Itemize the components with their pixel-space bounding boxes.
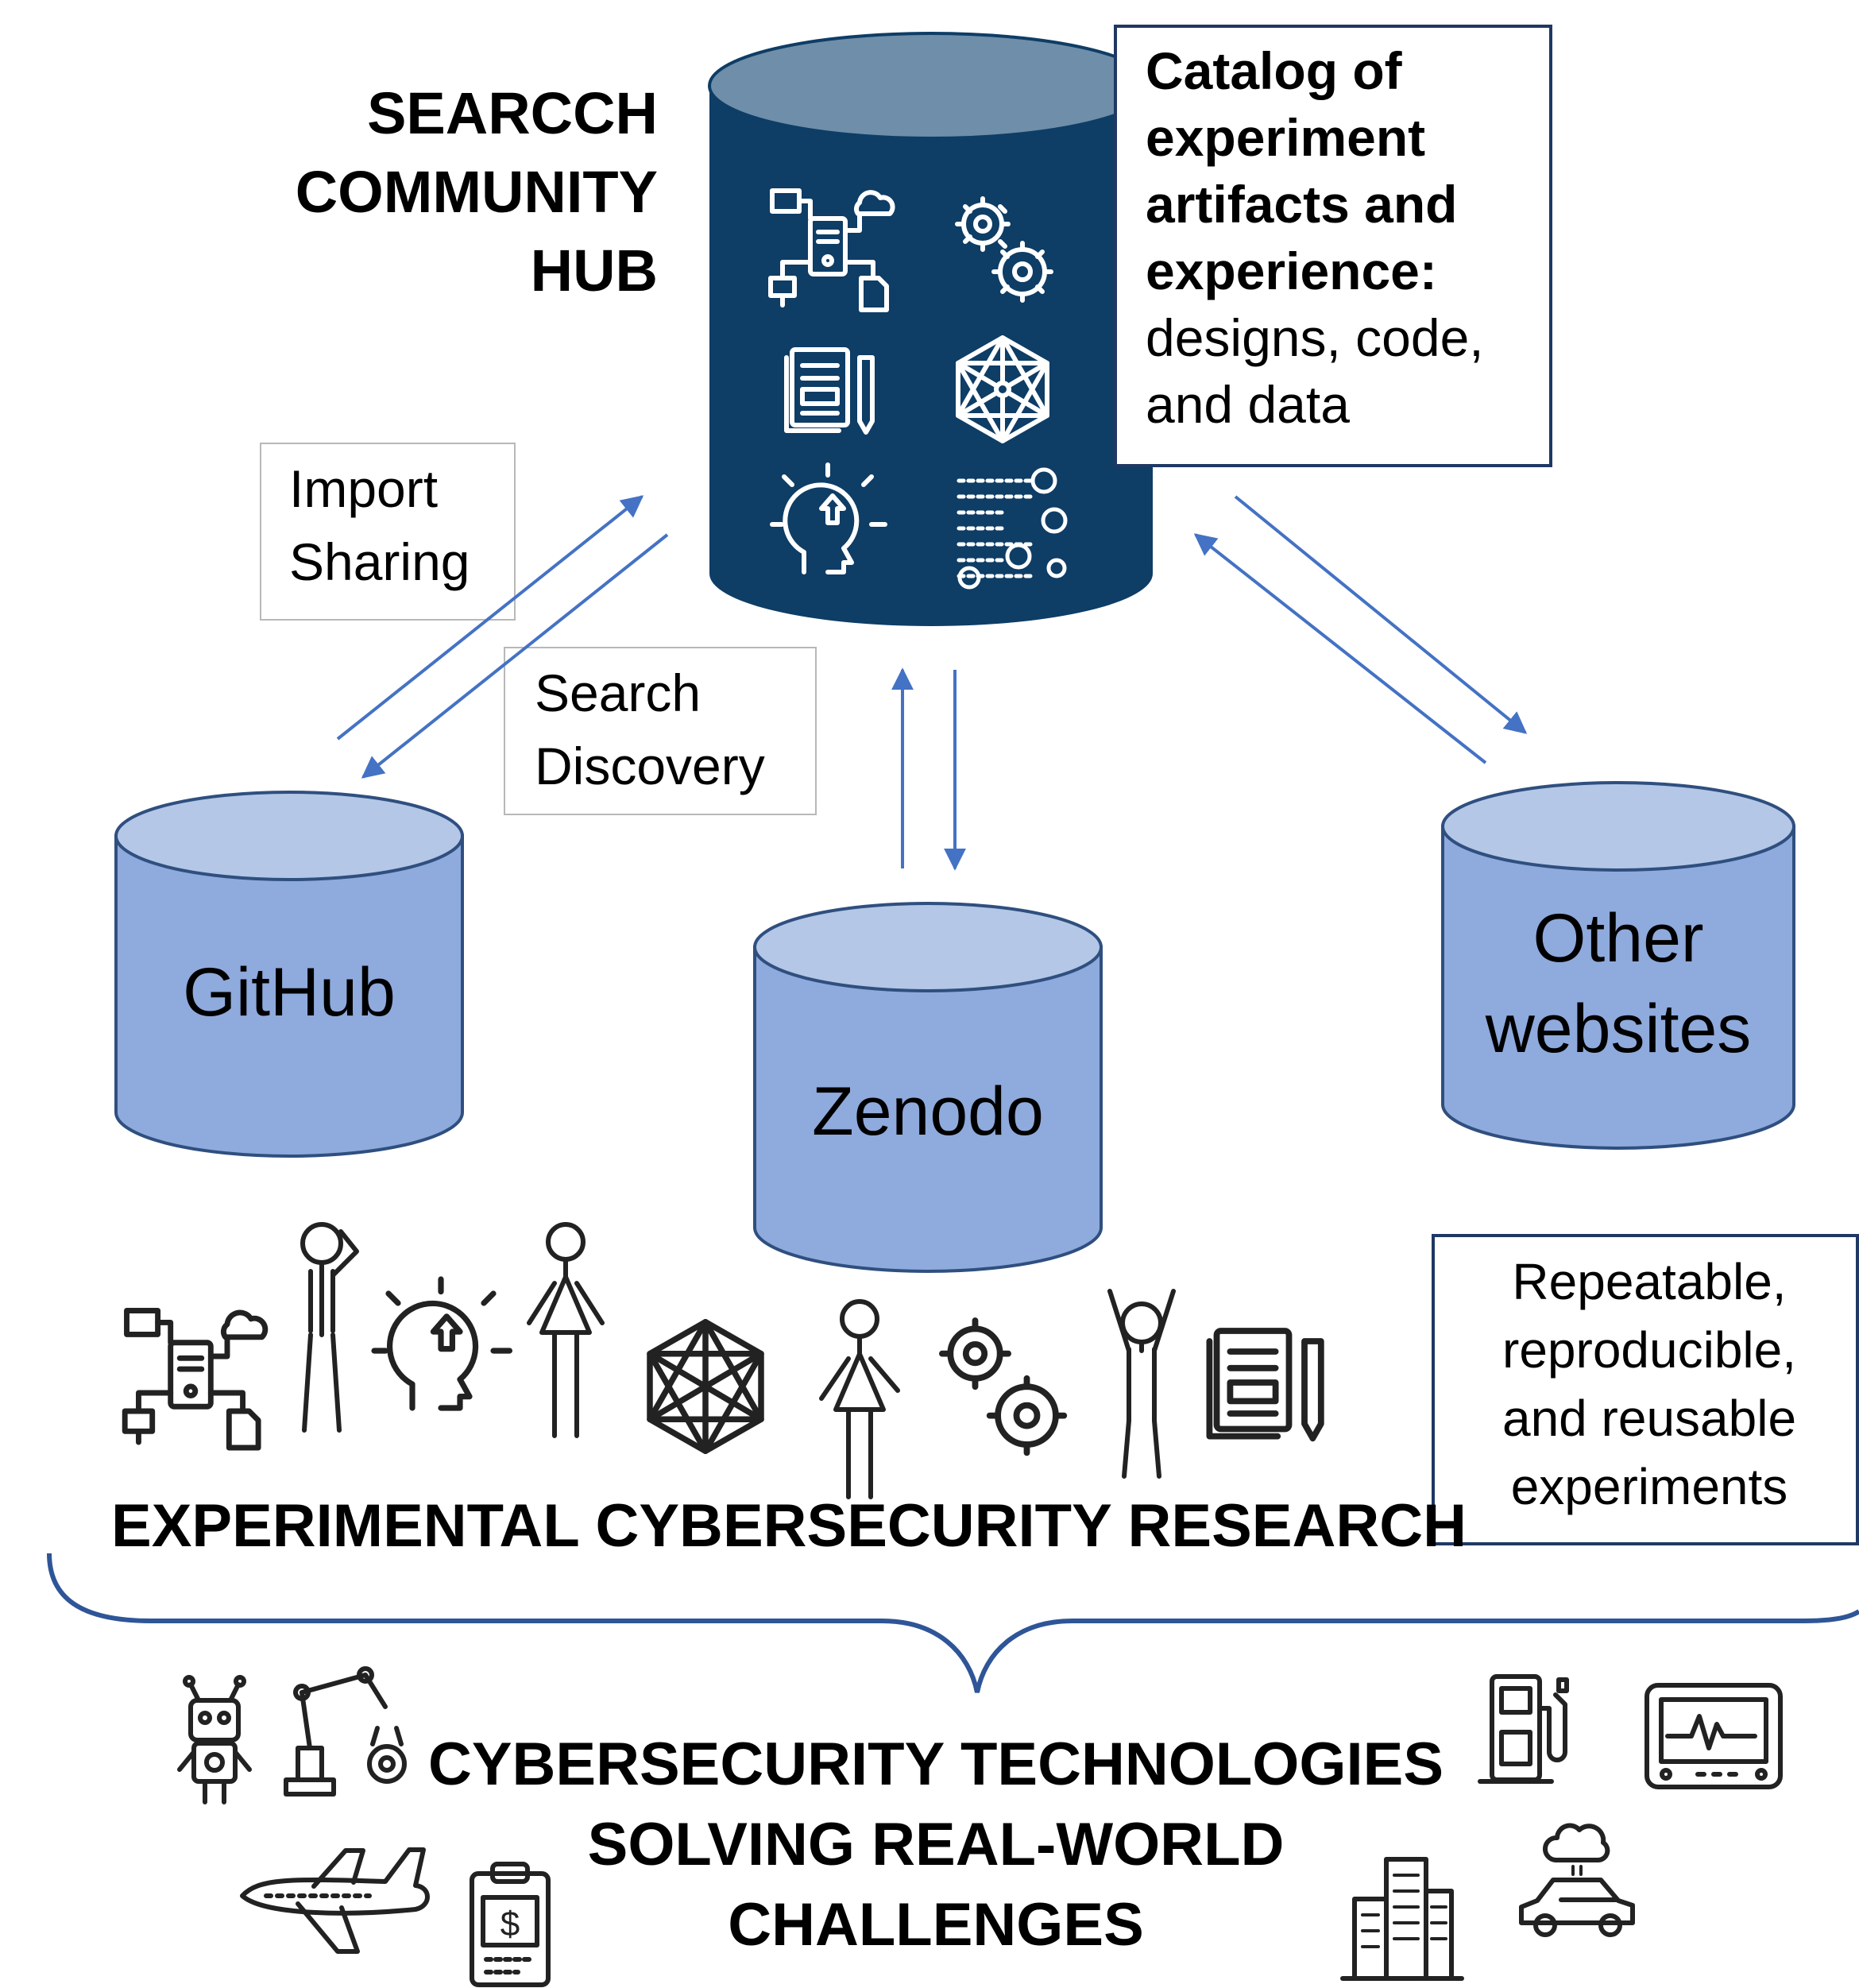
catalog-normal-text: designs, code, and data — [1146, 308, 1484, 434]
mesh-network-icon — [647, 1319, 764, 1454]
text-line: CYBERSECURITY TECHNOLOGIES — [428, 1731, 1444, 1798]
other-websites-cylinder[interactable] — [1441, 781, 1795, 1150]
text-line: websites — [1485, 991, 1752, 1067]
arrow-hub-to-other — [1234, 495, 1528, 734]
hub-title: SEARCCH COMMUNITY HUB — [296, 80, 658, 304]
mesh-network-icon — [956, 335, 1049, 443]
person-pointing-icon — [819, 1299, 900, 1499]
text-line: artifacts and — [1146, 175, 1457, 234]
research-title: EXPERIMENTAL CYBERSECURITY RESEARCH — [111, 1492, 1467, 1560]
search-discovery-box — [504, 647, 817, 815]
text-line: GitHub — [183, 954, 396, 1031]
person-thinking-icon — [300, 1222, 359, 1433]
github-label: GitHub — [183, 954, 396, 1031]
text-line: experience: — [1146, 242, 1437, 300]
person-cheering-icon — [1107, 1289, 1176, 1479]
text-line: CHALLENGES — [728, 1891, 1144, 1959]
text-line: reproducible, — [1502, 1321, 1796, 1379]
idea-head-icon — [371, 1276, 513, 1411]
city-buildings-icon — [1340, 1857, 1464, 1981]
repeatable-box — [1432, 1234, 1859, 1545]
github-cylinder[interactable] — [114, 791, 464, 1158]
text-line: Sharing — [289, 532, 470, 591]
text-line: and data — [1146, 375, 1350, 434]
clipboard-dollar-icon: $ — [470, 1862, 551, 1987]
text-line: experiment — [1146, 108, 1425, 167]
arrow-hub-to-github — [361, 533, 669, 779]
svg-text:$: $ — [500, 1905, 520, 1944]
text-line: Import — [289, 459, 438, 518]
hub-cylinder[interactable] — [708, 32, 1154, 626]
cloud-car-icon — [1519, 1823, 1635, 1937]
technologies-title: CYBERSECURITY TECHNOLOGIES SOLVING REAL-W… — [428, 1731, 1444, 1959]
text-line: experiments — [1511, 1458, 1788, 1515]
catalog-bold-text: Catalog of experiment artifacts and experie… — [1146, 41, 1457, 300]
gears-icon — [955, 196, 1053, 303]
network-icon — [122, 1308, 269, 1451]
text-line: SOLVING REAL-WORLD — [588, 1811, 1285, 1878]
fuel-pump-icon — [1478, 1674, 1569, 1784]
person-standing-icon — [527, 1222, 605, 1438]
robot-icon — [177, 1675, 252, 1804]
arrow-github-to-hub — [336, 495, 644, 741]
text-line: Search — [535, 663, 701, 722]
text-line: Zenodo — [812, 1073, 1044, 1150]
airplane-icon — [240, 1847, 430, 1954]
text-line: designs, code, — [1146, 308, 1484, 367]
text-line: Catalog of — [1146, 41, 1403, 100]
text-line: COMMUNITY — [296, 159, 658, 225]
zenodo-label: Zenodo — [812, 1073, 1044, 1150]
robotic-arm-icon — [284, 1666, 407, 1797]
text-line: Repeatable, — [1512, 1253, 1786, 1310]
document-pencil-icon — [784, 347, 875, 435]
import-sharing-box — [260, 443, 516, 621]
monitor-heartbeat-icon — [1644, 1683, 1783, 1789]
text-line: Discovery — [535, 737, 765, 795]
text-line: Other — [1532, 900, 1703, 977]
zenodo-cylinder[interactable] — [753, 902, 1103, 1273]
repeatable-label: Repeatable, reproducible, and reusable expe… — [1502, 1253, 1796, 1515]
document-pencil-icon — [1206, 1328, 1324, 1442]
arrow-other-to-hub — [1193, 533, 1487, 764]
text-line: SEARCCH — [367, 80, 658, 146]
text-line: and reusable — [1502, 1390, 1796, 1447]
binary-data-icon — [957, 467, 1068, 590]
network-icon — [768, 188, 895, 312]
brace — [47, 1553, 1859, 1693]
catalog-box — [1114, 25, 1552, 467]
other-websites-label: Other websites — [1485, 900, 1752, 1067]
text-line: HUB — [531, 238, 658, 304]
idea-head-icon — [770, 462, 887, 574]
gears-icon — [939, 1317, 1068, 1456]
